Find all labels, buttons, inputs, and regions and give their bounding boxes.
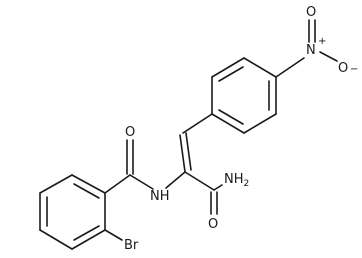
atom-br: Br xyxy=(124,238,139,253)
bond-to-br xyxy=(104,229,123,241)
bond xyxy=(71,174,106,194)
atom-o-amide-bottom: O xyxy=(208,217,218,232)
double-bond-inner xyxy=(218,66,244,82)
alkene-bond xyxy=(179,134,186,173)
bond xyxy=(182,113,213,134)
alkene-bond xyxy=(185,132,192,171)
nh2-main: NH xyxy=(224,172,244,187)
atom-n-nitro: N xyxy=(306,43,316,58)
atom-o-nitro-top: O xyxy=(306,5,316,20)
nitrophenyl-ring xyxy=(211,57,277,134)
bond xyxy=(129,174,154,190)
bond xyxy=(211,113,245,134)
bond-to-nitro xyxy=(275,57,305,78)
atom-nh2: NH2 xyxy=(224,172,249,189)
nh2-subscript: 2 xyxy=(244,179,250,189)
nitro-single-bond xyxy=(319,51,338,62)
charge-plus: + xyxy=(318,36,326,47)
double-bond-inner xyxy=(218,109,244,125)
bromobenzene-ring xyxy=(39,174,106,250)
bond-to-nh2 xyxy=(213,184,223,191)
charge-minus: − xyxy=(350,64,358,75)
atom-nh: NH xyxy=(150,189,170,204)
bond xyxy=(243,113,277,134)
double-bond-inner xyxy=(73,225,100,241)
bond xyxy=(211,57,245,78)
bond xyxy=(184,171,215,191)
bond xyxy=(71,229,106,250)
bond xyxy=(39,229,73,250)
bond xyxy=(243,57,277,78)
double-bond-inner xyxy=(73,183,100,199)
atom-o-nitro-right: O xyxy=(338,61,348,76)
atom-o-amide: O xyxy=(125,125,135,140)
bond xyxy=(39,174,73,194)
bond xyxy=(165,171,186,189)
bond xyxy=(104,174,131,194)
